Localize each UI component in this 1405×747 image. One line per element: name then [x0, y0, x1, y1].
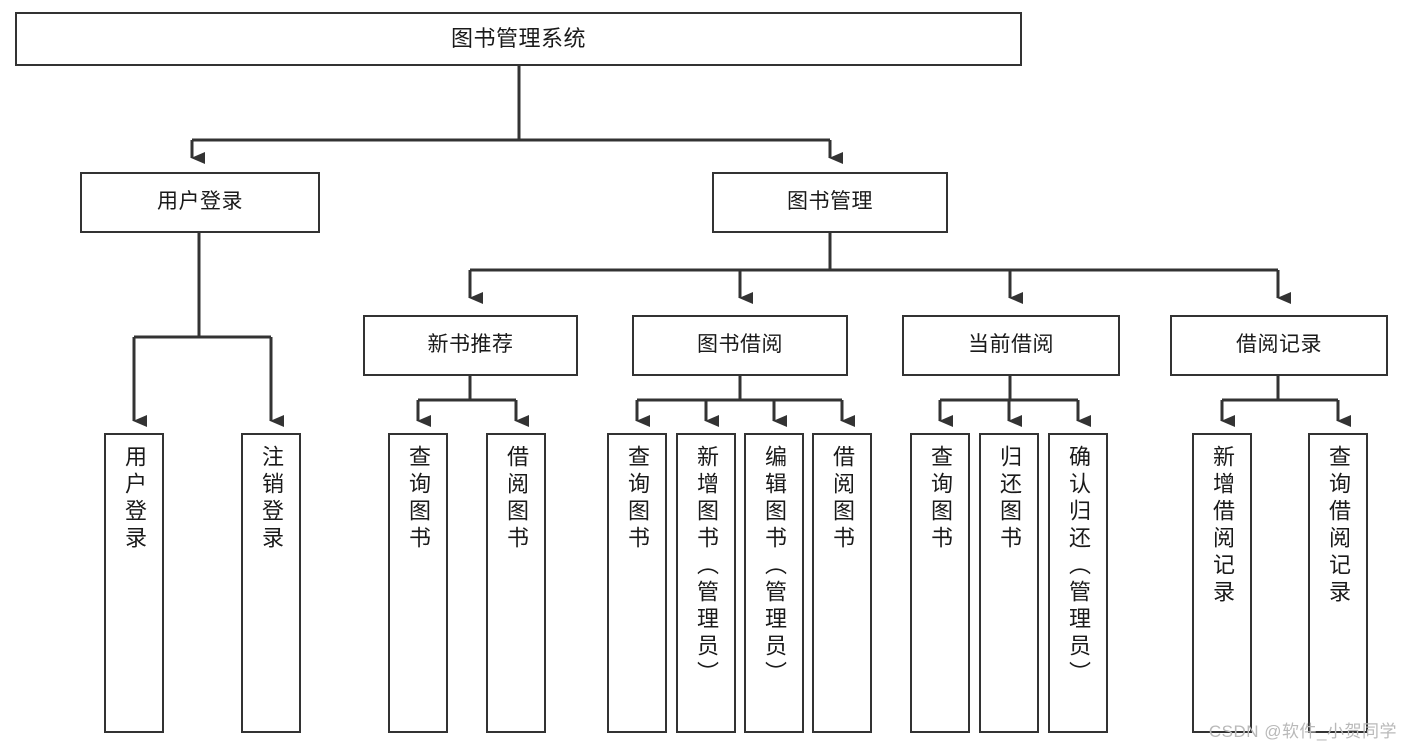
node-leaf-query-record-label: 查询借阅记录 [1326, 445, 1351, 607]
node-leaf-edit-book[interactable]: 编辑图书（管理员） [744, 433, 804, 733]
node-leaf-confirm-return-label: 确认归还（管理员） [1066, 445, 1091, 688]
node-leaf-add-record[interactable]: 新增借阅记录 [1192, 433, 1252, 733]
node-leaf-user-login[interactable]: 用户登录 [104, 433, 164, 733]
node-new-book-rec-label: 新书推荐 [427, 333, 514, 357]
node-book-borrow[interactable]: 图书借阅 [632, 315, 848, 376]
node-leaf-borrow-book-2[interactable]: 借阅图书 [812, 433, 872, 733]
node-current-borrow-label: 当前借阅 [968, 333, 1054, 357]
node-root-label: 图书管理系统 [450, 26, 586, 52]
node-leaf-confirm-return[interactable]: 确认归还（管理员） [1048, 433, 1108, 733]
csdn-watermark: CSDN @软件_小贺同学 [1208, 722, 1397, 741]
node-leaf-add-book[interactable]: 新增图书（管理员） [676, 433, 736, 733]
node-leaf-add-record-label: 新增借阅记录 [1210, 445, 1235, 607]
node-leaf-query-book-2-label: 查询图书 [625, 445, 650, 553]
node-book-manage[interactable]: 图书管理 [712, 172, 948, 233]
node-current-borrow[interactable]: 当前借阅 [902, 315, 1120, 376]
node-leaf-return-book[interactable]: 归还图书 [979, 433, 1039, 733]
node-leaf-user-logout[interactable]: 注销登录 [241, 433, 301, 733]
node-leaf-user-logout-label: 注销登录 [259, 445, 284, 553]
node-leaf-query-book-3[interactable]: 查询图书 [910, 433, 970, 733]
node-leaf-borrow-book-1-label: 借阅图书 [504, 445, 529, 553]
node-root[interactable]: 图书管理系统 [15, 12, 1022, 66]
node-new-book-rec[interactable]: 新书推荐 [363, 315, 578, 376]
node-borrow-record-label: 借阅记录 [1236, 333, 1322, 357]
node-leaf-return-book-label: 归还图书 [997, 445, 1022, 553]
node-leaf-add-book-label: 新增图书（管理员） [694, 445, 719, 688]
node-leaf-query-record[interactable]: 查询借阅记录 [1308, 433, 1368, 733]
node-borrow-record[interactable]: 借阅记录 [1170, 315, 1388, 376]
node-user-login-label: 用户登录 [157, 190, 243, 214]
node-leaf-edit-book-label: 编辑图书（管理员） [762, 445, 787, 688]
node-leaf-borrow-book-1[interactable]: 借阅图书 [486, 433, 546, 733]
node-book-borrow-label: 图书借阅 [697, 333, 783, 357]
node-leaf-query-book-3-label: 查询图书 [928, 445, 953, 553]
node-leaf-query-book-1-label: 查询图书 [406, 445, 431, 553]
node-leaf-query-book-1[interactable]: 查询图书 [388, 433, 448, 733]
node-user-login[interactable]: 用户登录 [80, 172, 320, 233]
node-leaf-query-book-2[interactable]: 查询图书 [607, 433, 667, 733]
node-leaf-user-login-label: 用户登录 [122, 445, 147, 553]
node-book-manage-label: 图书管理 [787, 190, 873, 214]
node-leaf-borrow-book-2-label: 借阅图书 [830, 445, 855, 553]
